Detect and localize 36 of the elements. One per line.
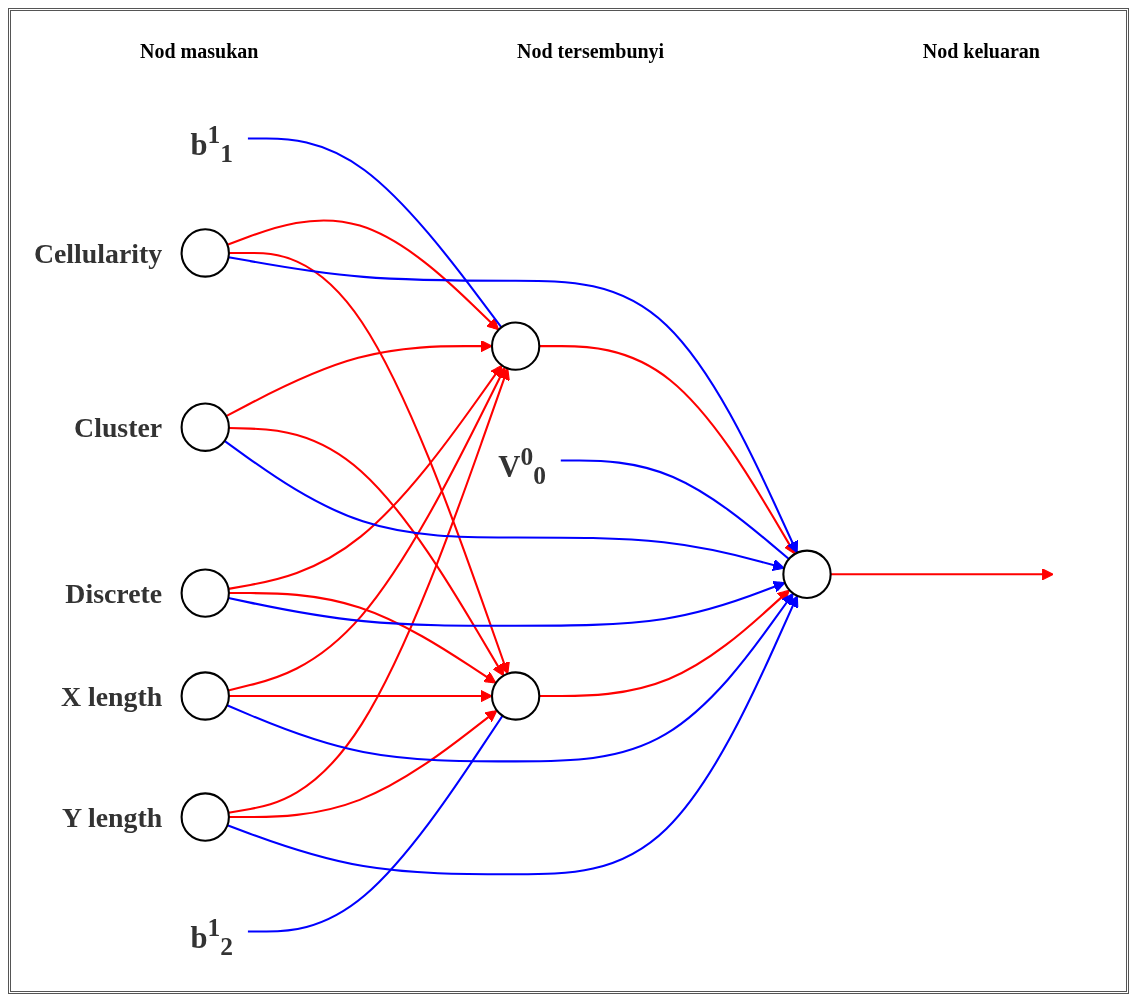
column-heading: Nod tersembunyi [516, 40, 665, 63]
neuron-circle [180, 402, 230, 452]
connection-arrow [228, 364, 503, 590]
input-label: Discrete [65, 577, 163, 609]
connection-arrow [227, 219, 500, 331]
connection-arrow [228, 580, 786, 627]
leader-line [560, 459, 790, 560]
connection-arrow [226, 592, 794, 763]
connection-arrow [228, 256, 799, 554]
connection-arrow [830, 568, 1054, 581]
neuron-circle [180, 792, 230, 842]
column-heading: Nod masukan [140, 40, 259, 63]
connection-arrow [539, 589, 790, 698]
leader-line [247, 137, 503, 328]
neuron-circle [782, 549, 832, 599]
connection-arrow [539, 345, 796, 555]
connection-arrow [228, 689, 493, 703]
connection-arrow [228, 592, 497, 684]
neuron-circle [490, 321, 541, 371]
connection-arrow [225, 340, 493, 418]
neuron-circle [180, 568, 230, 618]
connection-arrow [228, 709, 498, 819]
connection-arrow [227, 595, 799, 876]
leader-line [247, 715, 504, 933]
input-label: X length [60, 680, 163, 712]
neuron-circle [180, 228, 230, 278]
connection-arrow [228, 367, 510, 814]
input-label: Cellularity [33, 237, 163, 269]
connection-arrow [223, 440, 785, 572]
neuron-circle [490, 671, 541, 721]
input-label: Y length [61, 801, 163, 833]
column-heading: Nod keluaran [922, 40, 1040, 63]
input-label: Cluster [74, 411, 163, 443]
neuron-circle [180, 671, 230, 721]
connection-arrow [228, 426, 505, 677]
connection-arrow [228, 251, 510, 675]
